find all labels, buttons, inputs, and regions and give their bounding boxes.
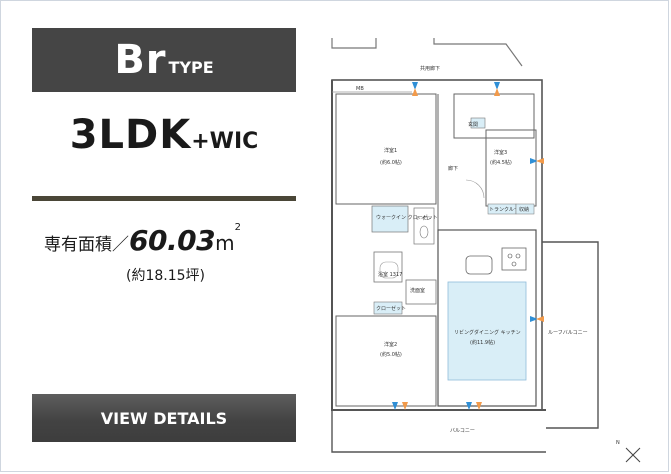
view-details-button[interactable]: VIEW DETAILS [32,394,296,442]
trunk-room-label: トランクルーム [489,207,524,213]
type-header: Br TYPE [32,28,296,92]
layout-main: 3LDK [69,112,192,158]
area-tsubo: (約18.15坪) [126,268,206,284]
mb-label: MB [356,86,364,92]
closet-label: クローゼット [376,305,406,312]
type-suffix: TYPE [168,58,214,77]
bedroom3-size: (約4.5帖) [490,159,512,166]
svg-text:N: N [616,440,620,446]
compass-icon: N [616,440,641,463]
area-unit: m2 [215,222,241,255]
roof-balcony-label: ルーフバルコニー [548,330,588,336]
balcony-label: バルコニー [450,428,475,434]
ldk-label: リビングダイニング キッチン [454,329,521,336]
ldk-size: (約11.9帖) [470,339,495,346]
floor-area: 専有面積／60.03m2 [44,222,296,257]
bedroom2-size: (約5.0帖) [380,351,402,358]
ventilation-arrow-icon [392,82,544,410]
wic-label: ウォークイン クローゼット [376,214,438,221]
divider-rule [32,196,296,201]
corridor-label: 共用廊下 [420,65,440,72]
bedroom1-label: 洋室1 [384,147,397,154]
washroom-label: 洗面室 [410,287,425,294]
bedroom2-label: 洋室2 [384,341,397,348]
floor-plan: 共用廊下 MB 洋室1 (約6.0帖) 玄関 洋室3 (約4.5帖) 廊下 ウォ… [331,38,641,463]
area-label: 専有面積／ [44,235,129,255]
bedroom1-size: (約6.0帖) [380,159,402,166]
hallway-label: 廊下 [448,165,458,172]
layout-title: 3LDK+WIC [32,112,296,158]
bath-label: 浴室 1317 [378,271,402,278]
bedroom3-label: 洋室3 [494,149,507,156]
area-unit-superscript: 2 [234,222,241,233]
toilet-label: トイレ [416,216,431,222]
entrance-label: 玄関 [468,121,478,128]
area-value: 60.03 [129,224,216,257]
storage-label: 収納 [519,206,529,213]
layout-suffix: +WIC [191,129,259,154]
type-name: Br [114,37,167,83]
